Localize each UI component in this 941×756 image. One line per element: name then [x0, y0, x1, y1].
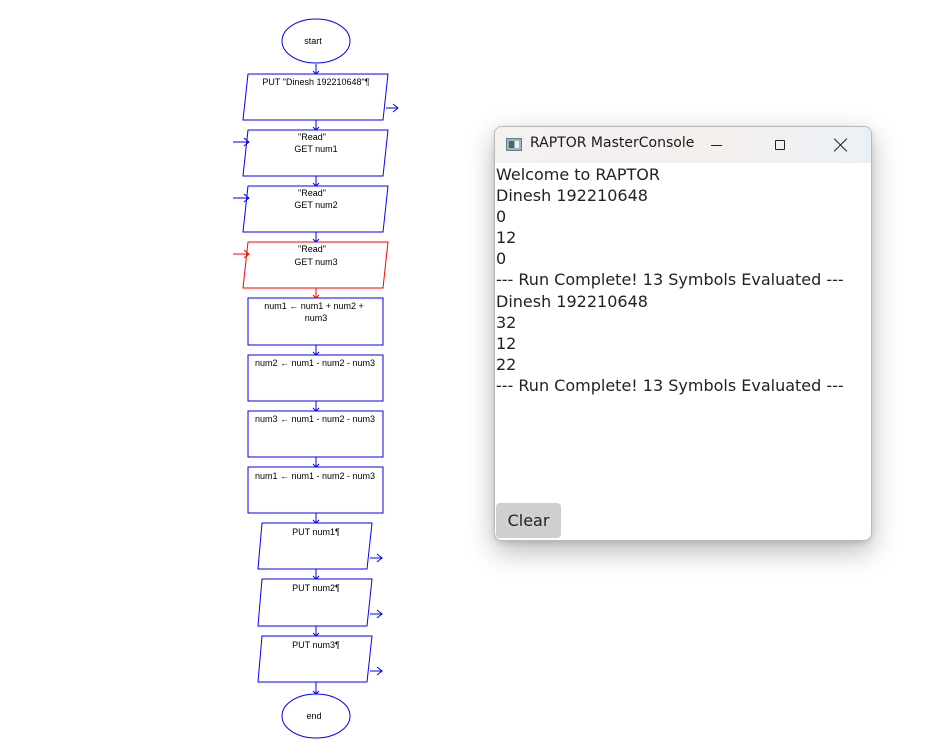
console-line: --- Run Complete! 13 Symbols Evaluated -… — [496, 270, 844, 290]
output-arrow-head-icon — [376, 666, 383, 676]
console-line: 32 — [496, 312, 517, 332]
console-line: Welcome to RAPTOR — [496, 165, 660, 184]
raptor-console-icon — [506, 138, 522, 151]
output-num1-label: PUT num1¶ — [292, 527, 340, 537]
assignment-4-label: num1 ← num1 - num2 - num3 — [255, 471, 375, 481]
console-line: 22 — [496, 354, 517, 374]
maximize-button[interactable] — [757, 127, 803, 163]
console-line: Dinesh 192210648 — [496, 291, 648, 311]
start-terminal[interactable]: start — [281, 18, 351, 64]
input-num1-label: GET num1 — [294, 144, 337, 154]
output-arrow-head-icon — [392, 103, 399, 113]
console-line: 12 — [496, 228, 517, 248]
output-num3-label: PUT num3¶ — [292, 640, 340, 650]
input-symbol-num3-active[interactable]: "Read" GET num3 — [233, 241, 389, 289]
input-num3-label: GET num3 — [294, 257, 337, 267]
close-button[interactable] — [817, 127, 863, 163]
assignment-symbol-4[interactable]: num1 ← num1 - num2 - num3 — [247, 466, 384, 514]
output-num2-label: PUT num2¶ — [292, 583, 340, 593]
close-icon — [833, 137, 849, 153]
input-num3-prompt: "Read" — [298, 244, 326, 254]
connector-arrowheads — [312, 70, 320, 695]
output-symbol-num1[interactable]: PUT num1¶ — [257, 522, 383, 570]
assignment-2-label: num2 ← num1 - num2 - num3 — [255, 358, 375, 368]
console-line: 0 — [496, 207, 507, 227]
input-arrow-head-icon — [243, 249, 250, 259]
title-bar[interactable]: RAPTOR MasterConsole — [495, 127, 871, 163]
console-line: 0 — [496, 249, 507, 269]
output-symbol-num3[interactable]: PUT num3¶ — [257, 635, 383, 683]
console-line: --- Run Complete! 13 Symbols Evaluated -… — [496, 375, 844, 395]
output-symbol-name[interactable]: PUT "Dinesh 192210648"¶ — [242, 73, 399, 121]
start-label: start — [304, 36, 322, 46]
output-name-label: PUT "Dinesh 192210648"¶ — [262, 77, 369, 87]
input-num2-prompt: "Read" — [298, 188, 326, 198]
input-symbol-num2[interactable]: "Read" GET num2 — [233, 185, 389, 233]
clear-button[interactable]: Clear — [496, 503, 561, 538]
output-arrow-head-icon — [376, 609, 383, 619]
input-arrow-head-icon — [243, 137, 250, 147]
input-num1-prompt: "Read" — [298, 132, 326, 142]
output-arrow-head-icon — [376, 553, 383, 563]
assignment-1-line2: num3 — [305, 313, 328, 323]
assignment-symbol-3[interactable]: num3 ← num1 - num2 - num3 — [247, 410, 384, 458]
assignment-3-label: num3 ← num1 - num2 - num3 — [255, 414, 375, 424]
input-num2-label: GET num2 — [294, 200, 337, 210]
end-label: end — [306, 711, 321, 721]
minimize-icon — [711, 145, 722, 146]
assignment-1-line1: num1 ← num1 + num2 + — [264, 301, 364, 311]
output-symbol-num2[interactable]: PUT num2¶ — [257, 578, 383, 627]
end-terminal[interactable]: end — [281, 693, 351, 739]
input-arrow-head-icon — [243, 193, 250, 203]
window-title: RAPTOR MasterConsole — [530, 135, 695, 151]
input-symbol-num1[interactable]: "Read" GET num1 — [233, 129, 389, 177]
assignment-symbol-2[interactable]: num2 ← num1 - num2 - num3 — [247, 354, 384, 402]
console-line: 12 — [496, 333, 517, 353]
minimize-button[interactable] — [694, 127, 740, 163]
console-output[interactable]: Welcome to RAPTOR Dinesh 192210648 0 12 … — [496, 164, 871, 396]
maximize-icon — [775, 140, 785, 150]
assignment-symbol-1[interactable]: num1 ← num1 + num2 + num3 — [247, 297, 384, 346]
console-line: Dinesh 192210648 — [496, 186, 648, 206]
master-console-window: RAPTOR MasterConsole Welcome to RAPTOR D… — [494, 126, 872, 541]
